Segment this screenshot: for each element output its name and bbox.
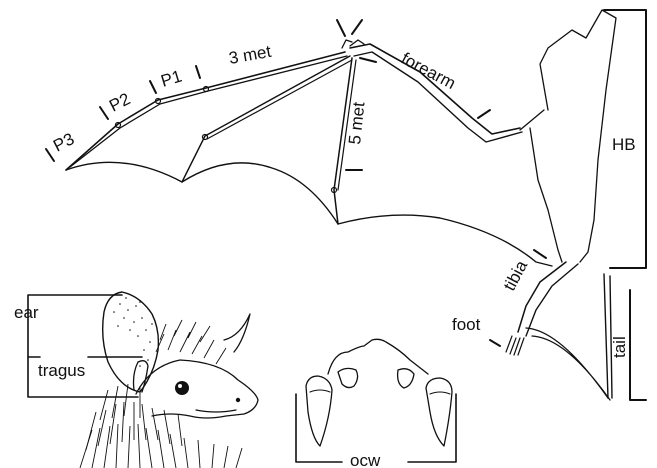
- plagiopatagium-edge: [520, 110, 562, 262]
- label-tibia: tibia: [500, 257, 532, 294]
- fourth-digit-inner: [207, 60, 352, 139]
- tibia-bone-inner: [526, 264, 578, 336]
- label-p3: P3: [50, 129, 77, 155]
- label-tail: tail: [610, 336, 629, 358]
- label-hb: HB: [612, 135, 636, 154]
- nostril: [236, 398, 240, 402]
- mouth: [196, 410, 236, 412]
- tail-bone: [604, 274, 612, 398]
- eye-highlight: [178, 384, 182, 388]
- wing-leading-edge: [66, 52, 345, 170]
- label-ear: ear: [14, 303, 39, 322]
- left-canine: [306, 376, 332, 446]
- head-outline: [136, 360, 258, 418]
- uropatagium: [526, 328, 610, 400]
- label-forearm: forearm: [398, 49, 459, 93]
- right-incisor: [398, 369, 414, 388]
- fur-texture: [80, 320, 242, 468]
- foot-claws: [506, 336, 524, 355]
- eye: [175, 381, 189, 395]
- left-incisor: [338, 368, 358, 387]
- label-ocw: ocw: [350, 451, 381, 468]
- tragus: [134, 361, 149, 392]
- wing-illustration: [66, 10, 616, 400]
- digit-joints: [116, 87, 337, 193]
- label-3-met: 3 met: [227, 42, 272, 68]
- label-5-met: 5 met: [345, 101, 368, 146]
- label-tragus: tragus: [38, 361, 85, 380]
- label-p1: P1: [159, 67, 184, 91]
- tail-bracket: [630, 290, 646, 400]
- wing-trailing-edge: [66, 162, 552, 266]
- label-p2: P2: [106, 89, 133, 115]
- forearm-bone: [350, 44, 520, 134]
- label-foot: foot: [452, 315, 481, 334]
- far-ear: [224, 314, 250, 352]
- third-digit-inner: [70, 56, 347, 167]
- right-canine: [426, 378, 452, 446]
- head-illustration: [80, 292, 258, 468]
- teeth-illustration: [306, 339, 452, 446]
